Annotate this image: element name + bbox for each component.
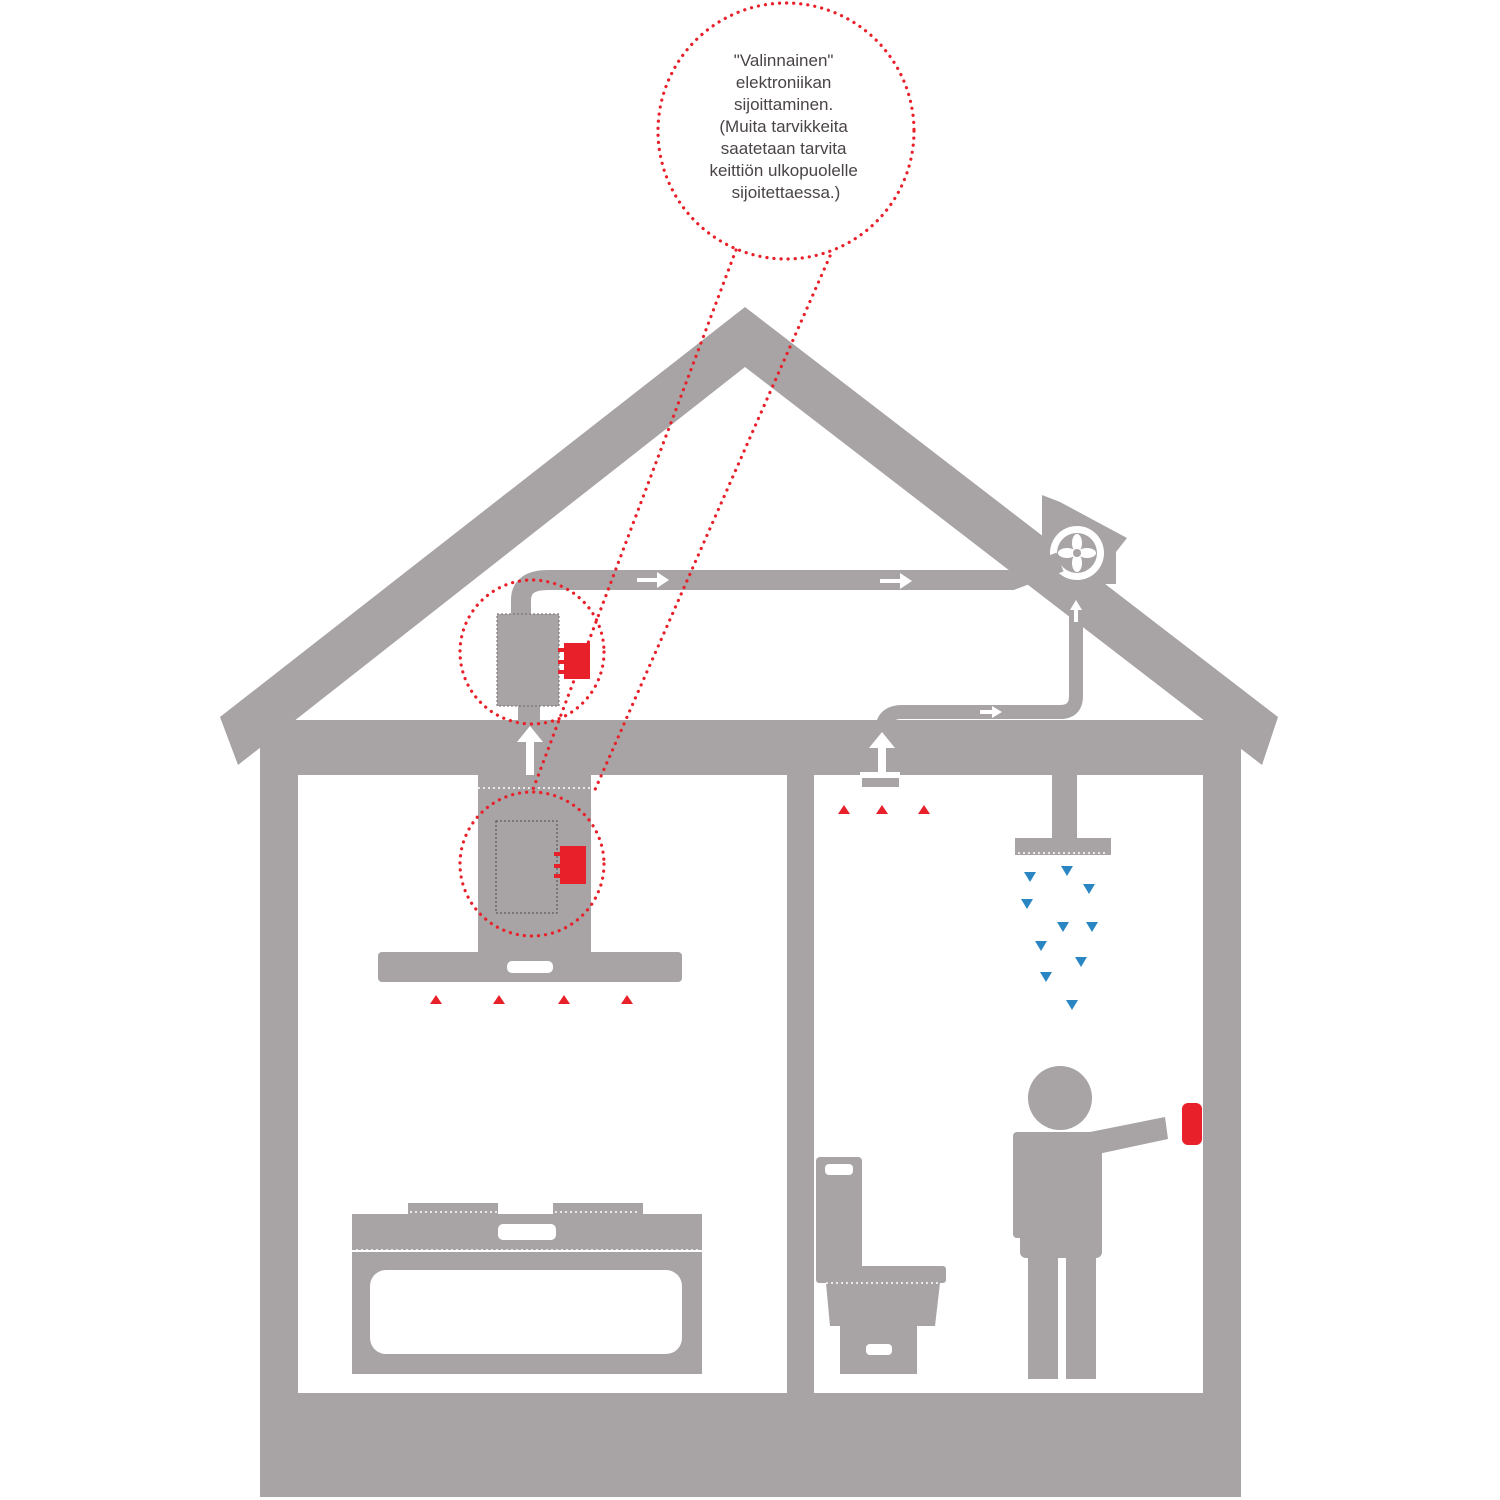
oven-door (370, 1270, 682, 1354)
bathroom-duct (875, 600, 1083, 733)
riser-duct (518, 705, 540, 725)
partition-wall (787, 775, 814, 1400)
arrow-right-icon (980, 706, 1002, 718)
floor-slab (260, 1393, 1241, 1497)
attic-electronics-unit (496, 613, 590, 707)
fan-icon (1058, 534, 1096, 572)
roof-fan (1050, 526, 1104, 580)
main-duct (511, 552, 1064, 618)
hood-unit-highlight (458, 790, 606, 938)
heat-triangle-icon (430, 995, 442, 1004)
left-wall (260, 720, 298, 1490)
person-head (1028, 1066, 1092, 1130)
water-drop-icon (1021, 899, 1033, 909)
person (1013, 1066, 1168, 1379)
callout-text: "Valinnainen" elektroniikan sijoittamine… (709, 51, 862, 202)
callout-line: elektroniikan (736, 73, 831, 92)
ducts (511, 552, 1083, 733)
heat-triangle-icon (493, 995, 505, 1004)
water-drop-icon (1086, 922, 1098, 932)
bathroom-exhaust-vent (860, 772, 900, 787)
shower-head (1015, 775, 1111, 855)
heat-triangle-icon (918, 805, 930, 814)
callout-line: keittiön ulkopuolelle (709, 161, 857, 180)
flow-arrows (517, 572, 1082, 776)
bathroom-heat-markers (838, 805, 930, 814)
callout-line: saatetaan tarvita (721, 139, 847, 158)
wall-control-panel (1182, 1103, 1202, 1145)
arrow-right-icon (637, 572, 669, 588)
kitchen-hood (378, 775, 682, 982)
arrow-up-icon (869, 732, 895, 776)
heat-triangle-icon (621, 995, 633, 1004)
house (220, 307, 1278, 1497)
person-right-arm (1090, 1117, 1168, 1154)
callout-circle (656, 1, 916, 261)
arrow-right-icon (880, 573, 912, 589)
stove-knob-panel (498, 1224, 556, 1240)
toilet-bowl (826, 1283, 940, 1326)
toilet-seat (816, 1266, 946, 1283)
water-drop-icon (1083, 884, 1095, 894)
person-left-leg (1028, 1255, 1058, 1379)
kitchen-heat-markers (430, 995, 633, 1004)
heat-triangle-icon (876, 805, 888, 814)
callout-line: (Muita tarvikkeita (719, 117, 848, 136)
water-drop-icon (1040, 972, 1052, 982)
arrow-up-icon (1070, 600, 1082, 622)
person-left-arm (1013, 1132, 1035, 1238)
callout-line: "Valinnainen" (734, 51, 834, 70)
water-drop-icon (1061, 866, 1073, 876)
stove (352, 1203, 702, 1374)
water-drop-icon (1057, 922, 1069, 932)
arrow-up-icon (517, 726, 543, 776)
control-module (560, 846, 586, 884)
water-drops (1021, 866, 1098, 1010)
water-drop-icon (1035, 941, 1047, 951)
callout (458, 1, 916, 938)
right-wall (1203, 720, 1241, 1490)
hood-light (507, 961, 553, 973)
person-right-leg (1066, 1255, 1096, 1379)
water-drop-icon (1066, 1000, 1078, 1010)
heat-triangle-icon (558, 995, 570, 1004)
person-torso (1020, 1132, 1102, 1258)
heat-triangle-icon (838, 805, 850, 814)
attic-unit-highlight (458, 578, 606, 726)
callout-line: sijoittaminen. (734, 95, 833, 114)
toilet-tank (816, 1157, 862, 1282)
water-drop-icon (1024, 872, 1036, 882)
callout-leader-left (530, 248, 738, 794)
water-drop-icon (1075, 957, 1087, 967)
ceiling-slab (260, 720, 1241, 775)
toilet (816, 1157, 946, 1374)
callout-line: sijoitettaessa.) (732, 183, 841, 202)
